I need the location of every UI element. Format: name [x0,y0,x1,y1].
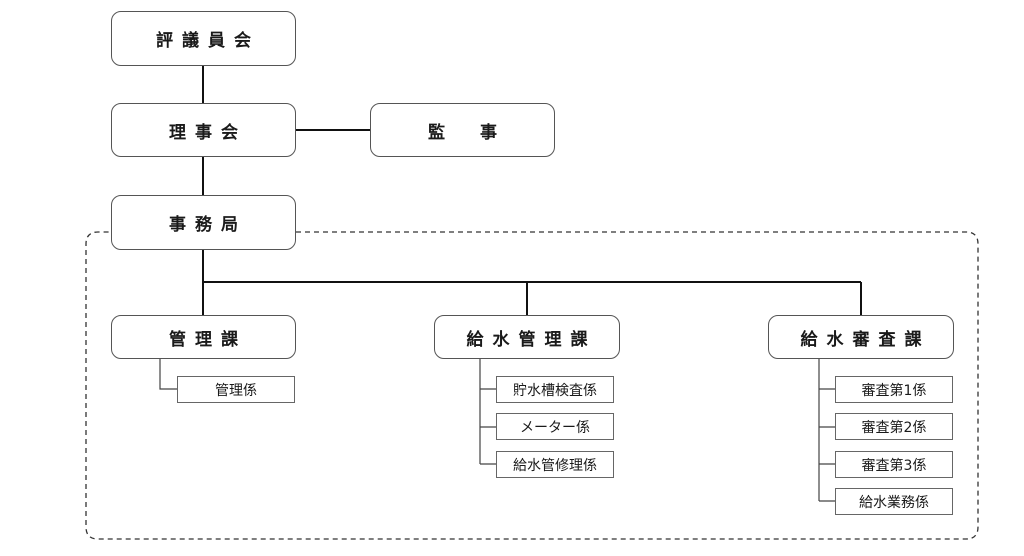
secretariat-box: 事務局 [111,195,296,250]
auditor-label: 監 事 [428,122,506,143]
section-kyusui-shinsa-label: 給水審査課 [800,329,931,350]
unit-shinsa-3: 審査第3係 [835,451,953,478]
section-kyusui-kanri-box: 給水管理課 [434,315,620,359]
unit-kanri: 管理係 [177,376,295,403]
unit-meter: メーター係 [496,413,614,440]
council-label: 評議員会 [156,31,260,51]
connector-kanri-units [159,359,177,390]
unit-kyusuikan-shuri: 給水管修理係 [496,451,614,478]
unit-kyusui-gyomu: 給水業務係 [835,488,953,515]
connector-kyusui-shinsa-units [818,359,835,502]
secretariat-label: 事務局 [169,215,247,235]
auditor-box: 監 事 [370,103,555,157]
unit-shinsa-2: 審査第2係 [835,413,953,440]
board-box: 理事会 [111,103,296,157]
unit-chosuiso-kensa: 貯水槽検査係 [496,376,614,403]
board-label: 理事会 [169,122,247,143]
section-kyusui-shinsa-box: 給水審査課 [768,315,954,359]
secretariat-scope-dashed-border [85,231,979,540]
section-kanri-box: 管理課 [111,315,296,359]
unit-shinsa-1: 審査第1係 [835,376,953,403]
council-box: 評議員会 [111,11,296,66]
section-kyusui-kanri-label: 給水管理課 [466,329,597,350]
connector-kyusui-kanri-units [479,359,496,465]
section-kanri-label: 管理課 [169,329,247,350]
